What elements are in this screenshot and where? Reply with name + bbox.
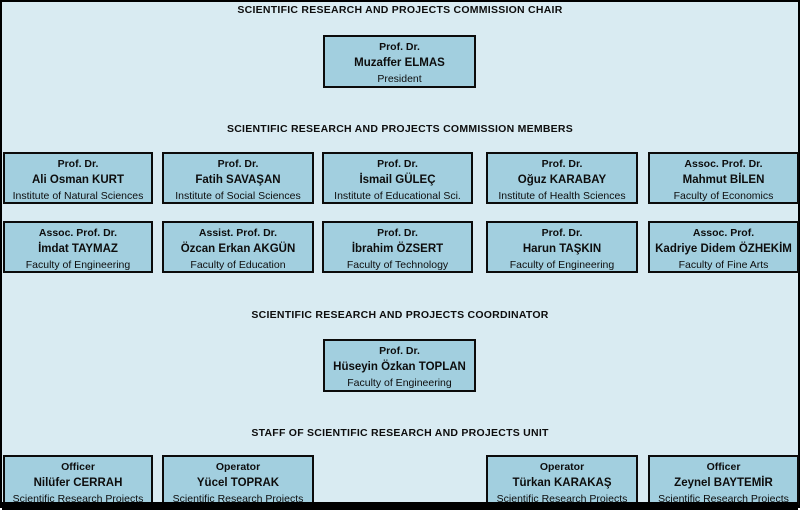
member-box: Prof. Dr. Ali Osman KURT Institute of Na… xyxy=(3,152,153,204)
chair-box: Prof. Dr. Muzaffer ELMAS President xyxy=(323,35,476,88)
chair-section-heading: SCIENTIFIC RESEARCH AND PROJECTS COMMISS… xyxy=(237,4,563,16)
person-name: Zeynel BAYTEMİR xyxy=(674,477,773,489)
person-affiliation: Institute of Educational Sci. xyxy=(334,190,461,202)
person-name: İmdat TAYMAZ xyxy=(38,243,118,255)
person-title: Officer xyxy=(61,461,95,473)
person-affiliation: Institute of Social Sciences xyxy=(175,190,301,202)
member-box: Prof. Dr. İbrahim ÖZSERT Faculty of Tech… xyxy=(322,221,473,273)
person-affiliation: Faculty of Technology xyxy=(346,259,449,271)
member-box: Assoc. Prof. Dr. İmdat TAYMAZ Faculty of… xyxy=(3,221,153,273)
person-name: Kadriye Didem ÖZHEKİM xyxy=(655,243,792,255)
person-affiliation: Faculty of Economics xyxy=(673,190,774,202)
member-box: Assist. Prof. Dr. Özcan Erkan AKGÜN Facu… xyxy=(162,221,314,273)
person-name: Yücel TOPRAK xyxy=(196,477,280,489)
person-affiliation: Scientific Research Projects xyxy=(12,493,144,505)
person-affiliation: President xyxy=(377,73,422,85)
person-title: Prof. Dr. xyxy=(541,227,583,239)
member-box: Assoc. Prof. Kadriye Didem ÖZHEKİM Facul… xyxy=(648,221,799,273)
person-name: Nilüfer CERRAH xyxy=(33,477,123,489)
person-name: Hüseyin Özkan TOPLAN xyxy=(333,361,466,373)
member-box: Prof. Dr. Fatih SAVAŞAN Institute of Soc… xyxy=(162,152,314,204)
person-name: Mahmut BİLEN xyxy=(682,174,765,186)
bottom-border-bar xyxy=(2,502,798,510)
coordinator-section-heading: SCIENTIFIC RESEARCH AND PROJECTS COORDIN… xyxy=(251,309,549,321)
person-title: Assoc. Prof. xyxy=(692,227,755,239)
person-title: Assist. Prof. Dr. xyxy=(198,227,278,239)
person-name: Ali Osman KURT xyxy=(31,174,124,186)
person-affiliation: Faculty of Engineering xyxy=(509,259,615,271)
person-name: Muzaffer ELMAS xyxy=(354,57,445,69)
member-box: Prof. Dr. İsmail GÜLEÇ Institute of Educ… xyxy=(322,152,473,204)
person-affiliation: Faculty of Fine Arts xyxy=(678,259,769,271)
person-title: Prof. Dr. xyxy=(57,158,99,170)
person-title: Prof. Dr. xyxy=(377,227,418,239)
staff-box: Operator Türkan KARAKAŞ Scientific Resea… xyxy=(486,455,638,505)
person-affiliation: Institute of Health Sciences xyxy=(498,190,626,202)
person-title: Officer xyxy=(706,461,741,473)
staff-box: Operator Yücel TOPRAK Scientific Researc… xyxy=(162,455,314,505)
person-name: Harun TAŞKIN xyxy=(522,243,602,255)
person-name: İbrahim ÖZSERT xyxy=(351,243,444,255)
person-title: Operator xyxy=(539,461,585,473)
person-affiliation: Scientific Research Projects xyxy=(496,493,628,505)
person-affiliation: Faculty of Engineering xyxy=(347,377,452,389)
staff-section-heading: STAFF OF SCIENTIFIC RESEARCH AND PROJECT… xyxy=(251,427,549,439)
staff-box: Officer Zeynel BAYTEMİR Scientific Resea… xyxy=(648,455,799,505)
person-title: Prof. Dr. xyxy=(377,158,418,170)
coordinator-box: Prof. Dr. Hüseyin Özkan TOPLAN Faculty o… xyxy=(323,339,476,392)
person-title: Assoc. Prof. Dr. xyxy=(38,227,118,239)
person-name: İsmail GÜLEÇ xyxy=(359,174,436,186)
person-affiliation: Institute of Natural Sciences xyxy=(12,190,144,202)
person-title: Prof. Dr. xyxy=(379,41,420,53)
person-name: Oğuz KARABAY xyxy=(517,174,607,186)
person-title: Prof. Dr. xyxy=(217,158,259,170)
member-box: Prof. Dr. Harun TAŞKIN Faculty of Engine… xyxy=(486,221,638,273)
person-name: Özcan Erkan AKGÜN xyxy=(180,243,296,255)
person-title: Operator xyxy=(215,461,261,473)
person-title: Prof. Dr. xyxy=(541,158,583,170)
member-box: Prof. Dr. Oğuz KARABAY Institute of Heal… xyxy=(486,152,638,204)
person-affiliation: Faculty of Education xyxy=(190,259,286,271)
staff-box: Officer Nilüfer CERRAH Scientific Resear… xyxy=(3,455,153,505)
person-affiliation: Scientific Research Projects xyxy=(658,493,789,505)
person-affiliation: Scientific Research Projects xyxy=(172,493,304,505)
person-name: Türkan KARAKAŞ xyxy=(512,477,612,489)
person-title: Prof. Dr. xyxy=(379,345,420,357)
person-title: Assoc. Prof. Dr. xyxy=(684,158,763,170)
person-affiliation: Faculty of Engineering xyxy=(25,259,131,271)
member-box: Assoc. Prof. Dr. Mahmut BİLEN Faculty of… xyxy=(648,152,799,204)
members-section-heading: SCIENTIFIC RESEARCH AND PROJECTS COMMISS… xyxy=(226,123,574,135)
person-name: Fatih SAVAŞAN xyxy=(195,174,281,186)
